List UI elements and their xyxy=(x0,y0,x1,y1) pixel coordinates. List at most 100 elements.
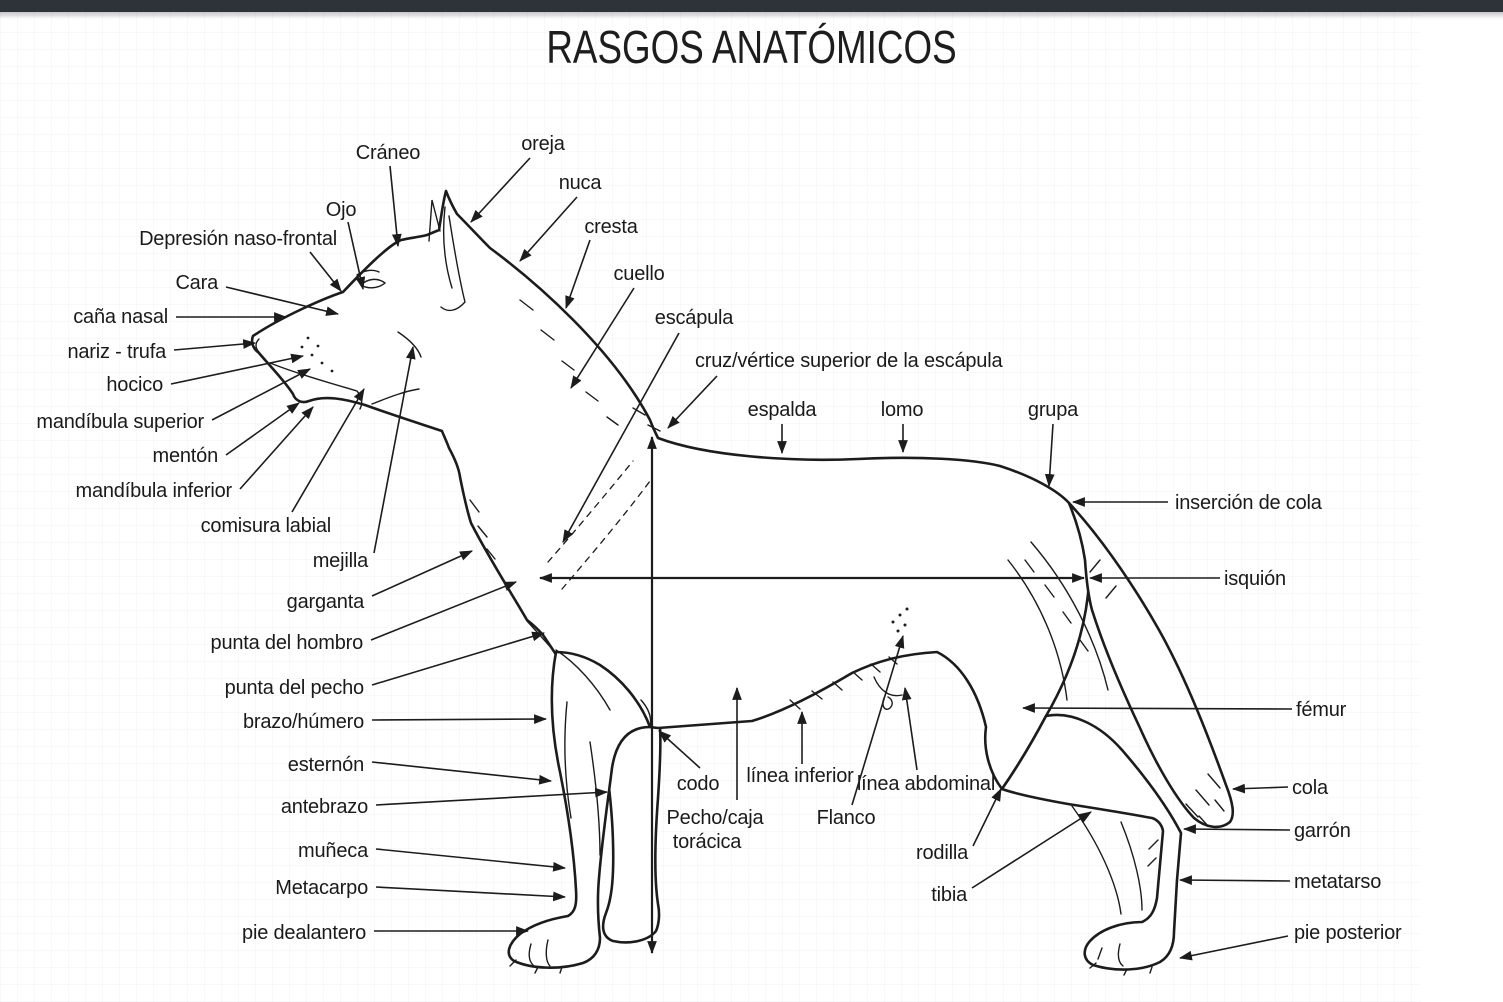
arrow-ojo xyxy=(347,221,366,291)
arrow-garganta xyxy=(371,550,473,597)
label-mandibula-superior: mandíbula superior xyxy=(36,411,204,433)
arrow-brazo-humero xyxy=(371,714,548,724)
dog-far-front-leg xyxy=(598,720,662,944)
arrow-cresta xyxy=(565,239,591,310)
arrow-punta-del-hombro xyxy=(370,581,518,641)
arrow-codo xyxy=(658,730,701,769)
label-mejilla: mejilla xyxy=(313,550,369,572)
arrow-oreja xyxy=(470,157,531,223)
label-femur: fémur xyxy=(1296,699,1347,721)
label-pecho-caja-toracica-1: Pecho/caja xyxy=(667,807,765,829)
arrow-escapula xyxy=(562,332,680,543)
dog-body-outline xyxy=(250,189,1091,791)
dog-hind-paw-toes xyxy=(1089,943,1153,976)
label-insercion-de-cola: inserción de cola xyxy=(1175,492,1323,514)
arrow-comisura-labial xyxy=(291,388,365,513)
arrow-mandibula-superior xyxy=(211,368,311,421)
label-punta-del-hombro: punta del hombro xyxy=(211,632,364,654)
label-ojo: Ojo xyxy=(326,199,357,221)
arrow-grupa xyxy=(1044,423,1055,488)
arrow-metacarpo xyxy=(375,886,567,902)
label-cresta: cresta xyxy=(584,216,638,238)
arrow-craneo xyxy=(389,165,402,248)
label-mandibula-inferior: mandíbula inferior xyxy=(76,480,233,502)
arrow-nariz-trufa xyxy=(173,339,257,351)
dog-whisker-dots xyxy=(300,336,334,373)
label-tibia: tibia xyxy=(931,884,968,906)
label-cruz-vertice: cruz/vértice superior de la escápula xyxy=(695,350,1003,372)
arrow-cuello xyxy=(570,287,635,389)
arrow-tibia xyxy=(971,811,1092,889)
label-menton: mentón xyxy=(152,445,218,467)
arrow-mandibula-inferior xyxy=(239,406,314,490)
page-title: RASGOS ANATÓMICOS xyxy=(546,21,957,73)
arrow-nuca xyxy=(519,196,578,262)
arrow-esternon xyxy=(371,761,553,785)
dog-thigh-lines xyxy=(1007,541,1109,701)
label-cana-nasal: caña nasal xyxy=(73,306,168,328)
label-rodilla: rodilla xyxy=(916,842,969,864)
label-depresion-naso-frontal: Depresión naso-frontal xyxy=(139,228,337,250)
arrow-pie-posterior xyxy=(1178,935,1289,961)
label-esternon: esternón xyxy=(288,754,364,776)
label-pie-dealantero: pie dealantero xyxy=(242,922,366,944)
dog-ear-details xyxy=(428,199,466,312)
arrow-menton xyxy=(225,402,300,456)
label-hocico: hocico xyxy=(106,374,163,396)
label-flanco: Flanco xyxy=(817,807,876,829)
dog-tail-fur xyxy=(1089,559,1225,827)
label-linea-inferior: línea inferior xyxy=(746,765,854,787)
label-craneo: Cráneo xyxy=(356,142,420,164)
label-lomo: lomo xyxy=(881,399,924,421)
label-garron: garrón xyxy=(1294,820,1351,842)
label-metatarso: metatarso xyxy=(1294,871,1381,893)
label-grupa: grupa xyxy=(1028,399,1079,421)
dog-belly-fur xyxy=(789,656,898,710)
arrow-garron xyxy=(1182,824,1291,834)
arrow-cruz-vertice xyxy=(667,375,718,429)
label-nariz-trufa: nariz - trufa xyxy=(67,341,167,363)
dog-tibia-tendons xyxy=(1071,805,1159,915)
label-antebrazo: antebrazo xyxy=(281,796,368,818)
label-punta-del-pecho: punta del pecho xyxy=(225,677,364,699)
label-codo: codo xyxy=(677,773,720,795)
label-pecho-caja-toracica-2: torácica xyxy=(673,831,743,853)
label-comisura-labial: comisura labial xyxy=(201,515,331,537)
label-pie-posterior: pie posterior xyxy=(1294,922,1402,944)
dog-front-paw-toes xyxy=(509,939,563,974)
arrow-antebrazo xyxy=(375,787,609,806)
arrow-femur xyxy=(1021,703,1293,713)
arrow-cara xyxy=(225,286,340,316)
dog-cheek-lines xyxy=(371,331,422,405)
label-muneca: muñeca xyxy=(298,840,369,862)
arrow-depresion-naso-frontal xyxy=(309,251,342,292)
label-cara: Cara xyxy=(175,272,219,294)
label-cola: cola xyxy=(1292,777,1329,799)
dog-line-drawing xyxy=(250,189,1235,976)
arrow-flanco xyxy=(851,634,905,806)
dog-sheath xyxy=(873,676,903,710)
arrow-cola xyxy=(1231,783,1289,794)
label-nuca: nuca xyxy=(559,172,603,194)
dog-tail xyxy=(1067,501,1235,829)
arrow-metatarso xyxy=(1178,875,1291,885)
top-bar xyxy=(0,0,1503,12)
label-brazo-humero: brazo/húmero xyxy=(243,711,364,733)
label-escapula: escápula xyxy=(655,307,735,329)
arrow-linea-abdominal xyxy=(901,686,918,771)
label-garganta: garganta xyxy=(287,591,365,613)
arrow-hocico xyxy=(170,353,305,385)
top-bar-shadow xyxy=(0,12,1503,19)
label-cuello: cuello xyxy=(613,263,664,285)
dog-flank-dots xyxy=(891,607,909,633)
arrow-punta-del-pecho xyxy=(371,631,546,686)
arrow-rodilla xyxy=(972,788,1002,847)
arrow-muneca xyxy=(375,848,567,872)
dog-foreleg-tendons xyxy=(564,701,601,856)
dog-hind-leg xyxy=(1000,713,1183,971)
label-metacarpo: Metacarpo xyxy=(275,877,368,899)
label-espalda: espalda xyxy=(748,399,818,421)
